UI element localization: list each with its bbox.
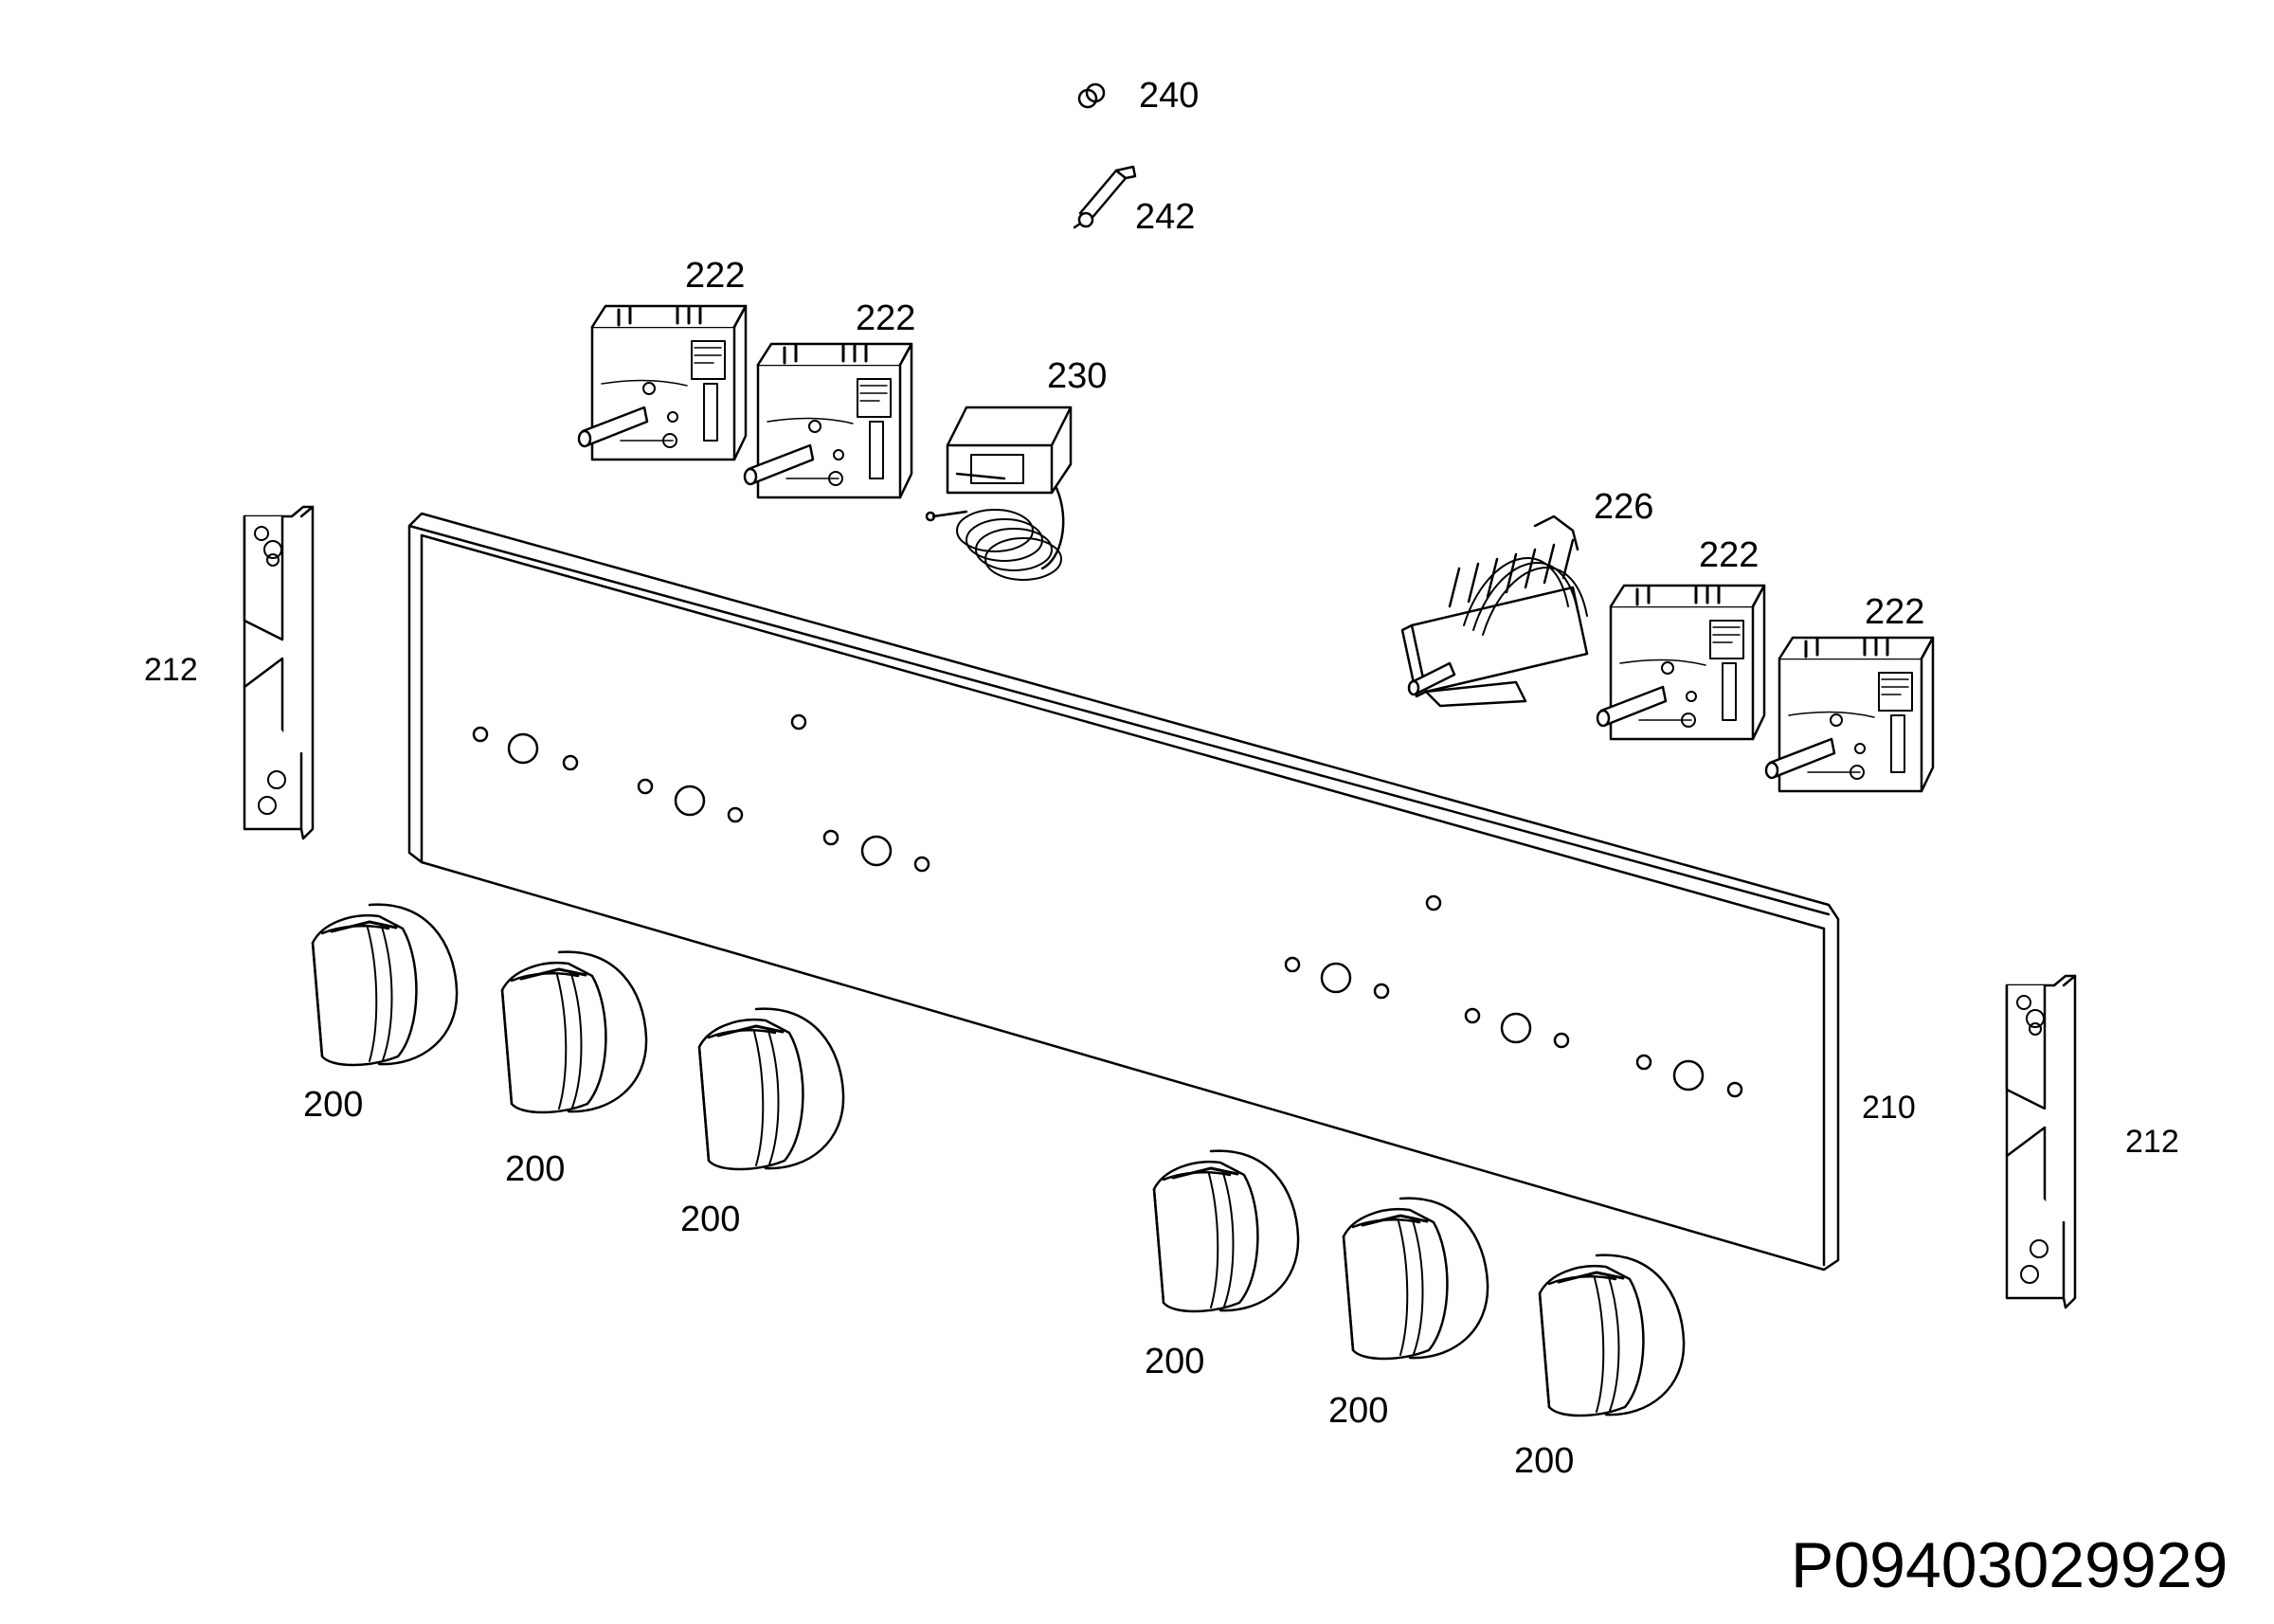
label-regulator-1: 222 [685, 256, 746, 296]
label-selector-switch: 226 [1594, 487, 1654, 527]
selector-switch-part [1400, 514, 1589, 708]
regulator-part-2 [743, 342, 913, 499]
control-panel-part [407, 512, 1840, 1272]
label-regulator-2: 222 [856, 298, 916, 338]
label-knob-6: 200 [1514, 1441, 1575, 1481]
thermostat-part [925, 406, 1073, 581]
label-knob-4: 200 [1145, 1342, 1205, 1381]
label-knob-2: 200 [505, 1149, 566, 1189]
document-id: P09403029929 [1791, 1529, 2229, 1601]
regulator-part-1 [577, 304, 748, 461]
knob-part-4 [1152, 1149, 1300, 1313]
regulator-part-4 [1764, 636, 1935, 793]
bracket-part-left [243, 505, 315, 840]
sensor-part [1073, 165, 1137, 229]
knob-part-3 [697, 1007, 845, 1171]
knob-part-6 [1538, 1254, 1686, 1417]
label-bracket-right: 212 [2125, 1124, 2179, 1160]
knob-part-1 [311, 903, 459, 1067]
label-bracket-left: 212 [144, 652, 198, 688]
clip-part [1077, 82, 1106, 109]
label-knob-3: 200 [680, 1200, 741, 1239]
label-regulator-4: 222 [1865, 592, 1925, 632]
label-clip: 240 [1139, 76, 1200, 116]
knob-part-2 [500, 950, 648, 1114]
knob-part-5 [1342, 1197, 1489, 1361]
regulator-part-3 [1596, 584, 1766, 741]
label-regulator-3: 222 [1699, 535, 1760, 575]
label-control-panel: 210 [1862, 1090, 1916, 1126]
label-knob-1: 200 [303, 1085, 364, 1125]
label-thermostat: 230 [1047, 356, 1108, 396]
bracket-part-right [2005, 974, 2077, 1309]
label-knob-5: 200 [1328, 1391, 1389, 1431]
label-sensor: 242 [1135, 197, 1196, 237]
